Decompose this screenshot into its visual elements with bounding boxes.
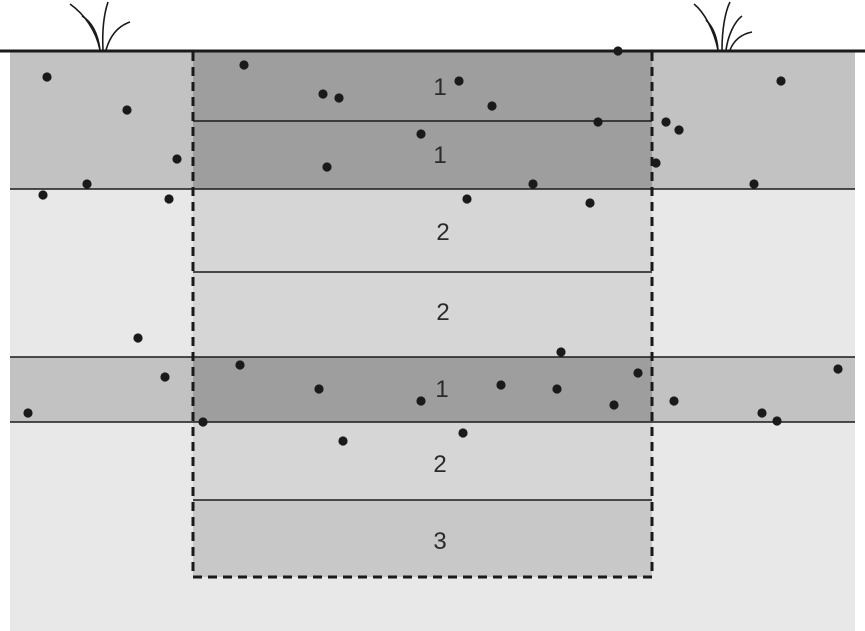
- stone-dot: [776, 76, 786, 86]
- stone-dot: [322, 162, 332, 172]
- stone-dot: [133, 333, 143, 343]
- fill-layer-1c: [193, 357, 652, 422]
- stone-dot: [496, 380, 506, 390]
- stone-dot: [198, 417, 208, 427]
- stone-dot: [458, 428, 468, 438]
- stone-dot: [334, 93, 344, 103]
- stone-dot: [23, 408, 33, 418]
- stone-dot: [160, 372, 170, 382]
- stone-dot: [42, 72, 52, 82]
- stone-dot: [338, 436, 348, 446]
- stone-dot: [633, 368, 643, 378]
- layer-label: 1: [435, 376, 448, 403]
- stone-dot: [314, 384, 324, 394]
- stone-dot: [757, 408, 767, 418]
- stone-dot: [172, 154, 182, 164]
- stone-dot: [318, 89, 328, 99]
- layer-label: 1: [433, 74, 446, 101]
- layer-label: 2: [436, 299, 449, 326]
- stone-dot: [772, 416, 782, 426]
- stone-dot: [235, 360, 245, 370]
- fill-layer-2b: [193, 272, 652, 357]
- stone-dot: [38, 190, 48, 200]
- layer-boundaries: [10, 120, 855, 501]
- layer-labels: 1 1 2 2 1 2 3: [433, 74, 449, 555]
- fill-layer-1a: [193, 52, 652, 121]
- stone-dot: [833, 364, 843, 374]
- stone-dot: [609, 400, 619, 410]
- fill-layer-2a: [193, 189, 652, 272]
- scattered-finds: [23, 46, 843, 446]
- trench-cut-outline: [191, 52, 654, 579]
- stone-dot: [416, 129, 426, 139]
- layer-label: 2: [436, 219, 449, 246]
- stone-dot: [585, 198, 595, 208]
- stone-dot: [552, 384, 562, 394]
- stone-dot: [593, 117, 603, 127]
- stone-dot: [416, 396, 426, 406]
- trench-fill: [193, 52, 652, 577]
- stone-dot: [122, 105, 132, 115]
- grass-tuft-icon: [69, 1, 131, 51]
- stone-dot: [164, 194, 174, 204]
- stone-dot: [528, 179, 538, 189]
- layer-label: 3: [433, 528, 446, 555]
- fill-layer-2c: [193, 422, 652, 500]
- stone-dot: [749, 179, 759, 189]
- stone-dot: [487, 101, 497, 111]
- grass-tuft-icon: [693, 1, 753, 51]
- layer-label: 1: [433, 142, 446, 169]
- layer-label: 2: [433, 451, 446, 478]
- stone-dot: [651, 158, 661, 168]
- stone-dot: [669, 396, 679, 406]
- stone-dot: [454, 76, 464, 86]
- stone-dot: [613, 46, 623, 56]
- stone-dot: [239, 60, 249, 70]
- stone-dot: [82, 179, 92, 189]
- stone-dot: [462, 194, 472, 204]
- stone-dot: [661, 117, 671, 127]
- fill-layer-3: [193, 500, 652, 577]
- stone-dot: [674, 125, 684, 135]
- stone-dot: [556, 347, 566, 357]
